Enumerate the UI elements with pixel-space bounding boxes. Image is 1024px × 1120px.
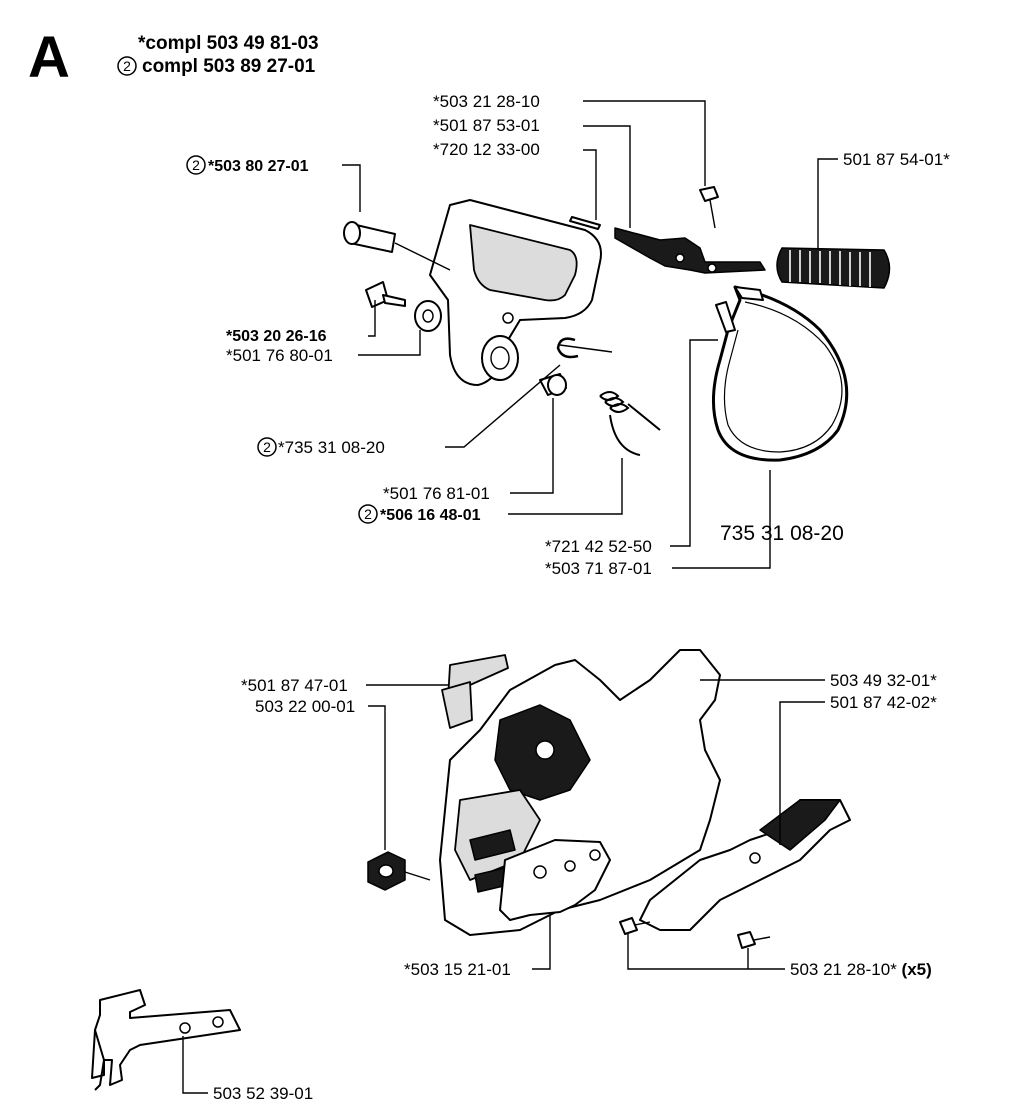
svg-text:*501 87 47-01: *501 87 47-01: [241, 676, 348, 695]
svg-text:*503 21 28-10: *503 21 28-10: [433, 92, 540, 111]
callout-501-87-54-01: 501 87 54-01*: [817, 150, 950, 250]
chain-tool: [91, 989, 241, 1091]
svg-text:*503 71 87-01: *503 71 87-01: [545, 559, 652, 578]
svg-text:503 52 39-01: 503 52 39-01: [213, 1084, 313, 1103]
svg-text:*503 80 27-01: *503 80 27-01: [208, 158, 309, 175]
callout-501-76-81-01: *501 76 81-01: [383, 398, 554, 503]
callout-503-71-87-01: *503 71 87-01: [545, 559, 652, 578]
svg-text:*501 76 81-01: *501 76 81-01: [383, 484, 490, 503]
circlip: [556, 337, 613, 359]
callout-721-42-52-50: *721 42 52-50: [545, 339, 718, 556]
svg-text:*721 42 52-50: *721 42 52-50: [545, 537, 652, 556]
svg-text:501 87 54-01*: 501 87 54-01*: [843, 150, 950, 169]
callout-501-87-47-01: *501 87 47-01: [241, 676, 448, 695]
svg-text:503 21 28-10* (x5): 503 21 28-10* (x5): [790, 960, 932, 979]
kit-line-2-marker: 2: [117, 56, 137, 76]
callout-503-20-26-16: *503 20 26-16: [226, 300, 376, 345]
washer-nut: [414, 300, 442, 332]
callout-501-87-42-02: 501 87 42-02*: [779, 693, 937, 845]
callout-503-21-28-10-a: *503 21 28-10: [433, 92, 706, 186]
guide-plate: [499, 839, 611, 921]
svg-text:*506 16 48-01: *506 16 48-01: [380, 507, 481, 524]
callout-503-15-21-01: *503 15 21-01: [404, 916, 551, 979]
shoulder-screw: [365, 281, 406, 308]
svg-text:2: 2: [263, 439, 271, 455]
callout-503-22-00-01: 503 22 00-01: [255, 697, 386, 850]
callout-501-76-80-01: *501 76 80-01: [226, 330, 421, 365]
svg-text:735 31 08-20: 735 31 08-20: [720, 522, 844, 545]
svg-text:*501 76 80-01: *501 76 80-01: [226, 346, 333, 365]
callout-735-31-08-20-a: 2 *735 31 08-20: [257, 364, 561, 457]
brake-band: [711, 285, 849, 462]
svg-text:2: 2: [192, 157, 200, 173]
svg-text:*503 20 26-16: *503 20 26-16: [226, 328, 327, 345]
svg-text:*503 15 21-01: *503 15 21-01: [404, 960, 511, 979]
chain-guide-plate: [441, 654, 509, 729]
callout-506-16-48-01: 2 *506 16 48-01: [358, 458, 623, 524]
pivot-sleeve: [343, 221, 451, 271]
lever-screw: [699, 186, 719, 229]
svg-text:2: 2: [123, 58, 131, 74]
band-pin: [715, 301, 736, 333]
pin: [569, 216, 601, 230]
callout-735-31-08-20-b: 735 31 08-20: [672, 470, 844, 569]
kit-line-2: compl 503 89 27-01: [142, 56, 316, 77]
svg-text:*501 87 53-01: *501 87 53-01: [433, 116, 540, 135]
cover-screw-2: [737, 931, 771, 949]
brake-spring: [776, 247, 891, 289]
callout-503-49-32-01: 503 49 32-01*: [700, 671, 937, 690]
torsion-spring: [599, 391, 661, 456]
svg-text:503 49 32-01*: 503 49 32-01*: [830, 671, 937, 690]
kit-line-1: *compl 503 49 81-03: [138, 33, 319, 54]
svg-text:*720 12 33-00: *720 12 33-00: [433, 140, 540, 159]
section-letter: A: [28, 25, 70, 90]
callout-503-80-27-01: 2 *503 80 27-01: [186, 155, 361, 212]
hand-guard: [429, 199, 602, 386]
svg-text:501 87 42-02*: 501 87 42-02*: [830, 693, 937, 712]
brake-lever: [614, 227, 766, 274]
callout-503-52-39-01: 503 52 39-01: [182, 1036, 313, 1103]
svg-text:503 22 00-01: 503 22 00-01: [255, 697, 355, 716]
callout-501-87-53-01: *501 87 53-01: [433, 116, 631, 228]
svg-text:*735 31 08-20: *735 31 08-20: [278, 438, 385, 457]
spring-bushing: [539, 373, 567, 396]
bar-nut: [367, 851, 431, 891]
svg-text:2: 2: [364, 506, 372, 522]
callout-503-21-28-10-b: 503 21 28-10* (x5): [627, 934, 932, 979]
callout-720-12-33-00: *720 12 33-00: [433, 140, 597, 220]
cover-screw-1: [619, 917, 651, 935]
